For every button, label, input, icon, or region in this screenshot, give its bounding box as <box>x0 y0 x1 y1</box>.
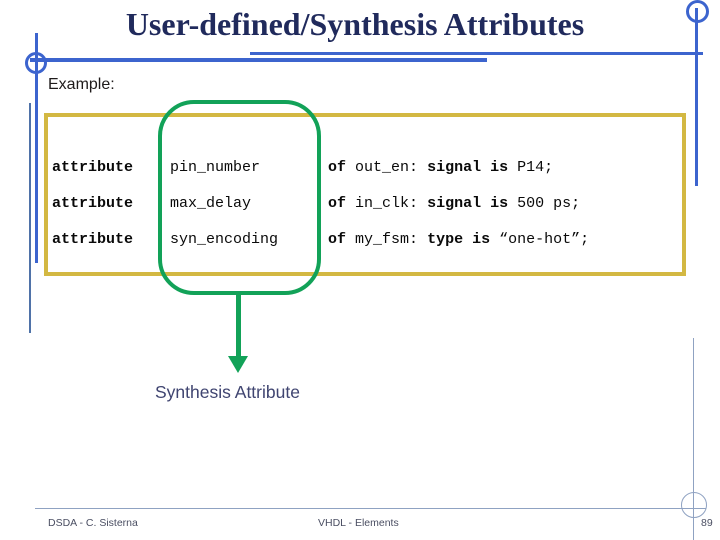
attribute-value: P14; <box>517 159 554 176</box>
bottom-right-circle-decoration <box>681 492 707 518</box>
footer-author: DSDA - C. Sisterna <box>48 517 138 529</box>
kind-keyword: signal <box>427 195 482 212</box>
is-keyword: is <box>490 159 509 176</box>
of-keyword: of <box>328 159 347 176</box>
footer-page-number: 89 <box>701 517 713 529</box>
kind-keyword: type <box>427 231 464 248</box>
title-underline-short <box>30 58 487 62</box>
left-crosshair-circle-decoration <box>25 52 47 74</box>
right-guide-line-thin <box>693 338 694 540</box>
attribute-value: “one-hot”; <box>499 231 590 248</box>
kind-keyword: signal <box>427 159 482 176</box>
of-keyword: of <box>328 231 347 248</box>
title-underline-long <box>250 52 703 55</box>
is-keyword: is <box>490 195 509 212</box>
attribute-target: in_clk: <box>355 195 419 212</box>
code-line-3: attribute syn_encoding of my_fsm: type is … <box>52 229 589 251</box>
code-rest: of my_fsm: type is “one-hot”; <box>328 231 589 248</box>
code-rest: of in_clk: signal is 500 ps; <box>328 195 580 212</box>
code-line-1: attribute pin_number of out_en: signal is … <box>52 157 553 179</box>
of-keyword: of <box>328 195 347 212</box>
code-keyword: attribute <box>52 231 134 248</box>
slide-title: User-defined/Synthesis Attributes <box>125 6 585 42</box>
example-label: Example: <box>48 76 115 93</box>
attribute-target: out_en: <box>355 159 419 176</box>
attribute-name: pin_number <box>170 159 261 176</box>
is-keyword: is <box>472 231 491 248</box>
top-right-circle-decoration <box>686 0 709 23</box>
attribute-target: my_fsm: <box>355 231 419 248</box>
right-guide-line-thick <box>695 8 698 186</box>
left-guide-line-thick <box>35 33 38 263</box>
attribute-value: 500 ps; <box>517 195 581 212</box>
left-guide-line-thin <box>29 103 31 333</box>
callout-arrow-head <box>228 356 248 373</box>
code-rest: of out_en: signal is P14; <box>328 159 553 176</box>
footer-divider-line <box>35 508 706 509</box>
callout-label: Synthesis Attribute <box>155 382 300 402</box>
highlight-ring <box>158 100 321 295</box>
callout-arrow-stem <box>236 295 241 357</box>
attribute-name: syn_encoding <box>170 231 279 248</box>
footer-course: VHDL - Elements <box>318 517 399 529</box>
code-line-2: attribute max_delay of in_clk: signal is 5… <box>52 193 580 215</box>
code-box <box>44 113 686 276</box>
code-keyword: attribute <box>52 159 134 176</box>
attribute-name: max_delay <box>170 195 252 212</box>
code-keyword: attribute <box>52 195 134 212</box>
